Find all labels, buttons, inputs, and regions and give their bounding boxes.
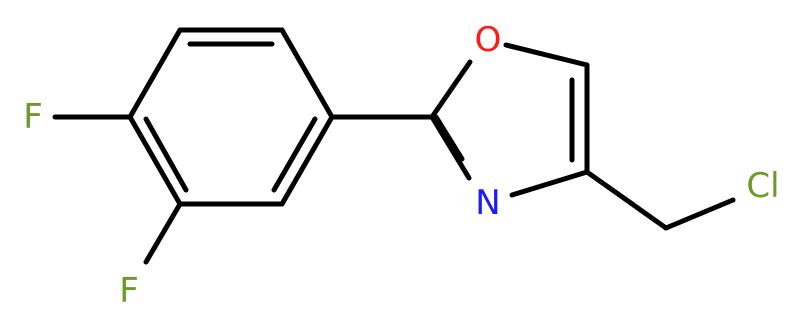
bond-o1-c5 <box>503 42 590 68</box>
nitrogen-label: N <box>475 183 500 223</box>
bond-n3-c2 <box>429 114 472 181</box>
benzene-ring <box>127 27 335 207</box>
bond-c4-n3 <box>509 169 590 198</box>
fluorine-label-top: F <box>23 97 43 137</box>
bond-ch2-cl <box>663 197 736 231</box>
bond-c6-c1 <box>127 27 183 120</box>
bond-n3-c2-inner <box>433 114 465 162</box>
oxazole-ring <box>429 42 590 198</box>
bond-c2-o1 <box>429 59 473 120</box>
bond-c3-c4 <box>279 114 335 207</box>
bond-c3-c4-inner <box>271 116 318 193</box>
oxygen-label: O <box>475 20 502 60</box>
chlorine-label: Cl <box>746 166 779 206</box>
fluorine-label-bottom: F <box>119 271 139 311</box>
bond-c5-f2 <box>143 201 183 265</box>
bond-c4-ch2 <box>584 169 669 231</box>
bond-c2-c3 <box>279 27 335 120</box>
bond-c5-c6 <box>127 114 183 207</box>
bond-c5-c6-inner <box>143 116 189 193</box>
